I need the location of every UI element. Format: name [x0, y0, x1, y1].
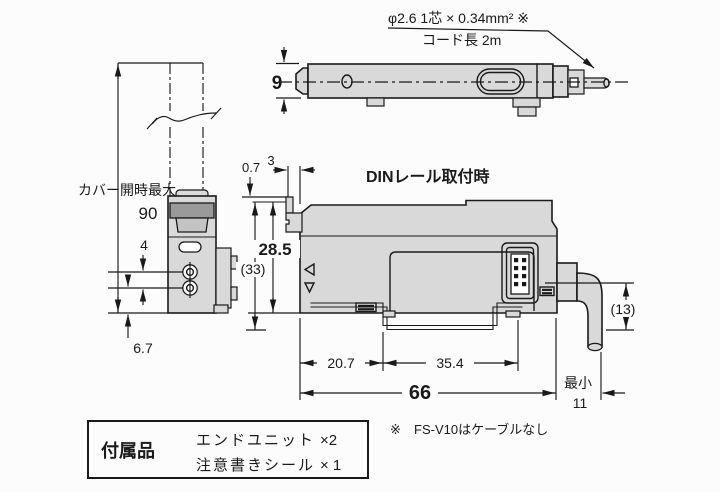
- mount-claw: [285, 212, 303, 233]
- dim-07-value: 0.7: [242, 160, 260, 175]
- footnote-mark: ※: [390, 422, 401, 437]
- break-tick-left: [146, 117, 158, 130]
- front-slot: [178, 241, 202, 253]
- accessories-border: [87, 420, 369, 479]
- cord-length-label: コード長 2m: [422, 32, 501, 48]
- top-view-nose: [295, 67, 309, 95]
- main-view-title: DINレール取付時: [366, 167, 490, 186]
- break-squiggle: [151, 112, 217, 125]
- triangle-marker-left: [303, 262, 315, 277]
- dim-66-value: 66: [409, 382, 431, 404]
- break-tick-right: [210, 107, 222, 120]
- din-rail-inner: [310, 306, 523, 331]
- footnote-text: FS-V10はケーブルなし: [414, 422, 548, 437]
- dim-11-value: 11: [573, 395, 588, 411]
- din-rail-outer: [310, 302, 523, 327]
- dim-285-value: 28.5: [258, 240, 291, 259]
- cover-open-label: カバー開時最大: [78, 182, 176, 198]
- dim-67-value: 6.7: [133, 340, 153, 356]
- accessories-box: 付属品 エンドユニット ×2 注意書きシール × 1: [87, 420, 369, 479]
- accessory-item-name: エンドユニット: [196, 432, 315, 449]
- top-view: φ2.6 1芯 × 0.34mm² ※ コード長 2m 9: [272, 10, 631, 117]
- front-view: カバー開時最大 90: [78, 62, 238, 356]
- dim-207-value: 20.7: [327, 355, 354, 371]
- mount-claw-upper: [285, 196, 294, 214]
- accessory-item-qty: ×2: [320, 432, 337, 449]
- dim-9-value: 9: [272, 73, 283, 94]
- dim-354-value: 35.4: [436, 355, 463, 371]
- front-side-block: [215, 247, 232, 309]
- vent-right: [539, 286, 555, 297]
- io-connector-inner: [505, 246, 535, 300]
- front-latch-upper: [169, 202, 215, 219]
- accessories-title: 付属品: [101, 440, 155, 461]
- main-cable-end: [587, 342, 603, 352]
- triangle-marker-down: [303, 282, 316, 294]
- top-view-latch-tab: [517, 106, 537, 117]
- accessory-item-name: 注意書きシール: [196, 456, 315, 474]
- body-foot-left: [382, 310, 396, 318]
- dim-3-value: 3: [267, 153, 274, 168]
- io-connector-housing: [510, 253, 530, 295]
- top-view-tab-right: [512, 97, 541, 108]
- top-view-tab-left: [366, 97, 385, 107]
- io-connector-pins: [514, 258, 527, 287]
- dim-90-value: 90: [139, 204, 158, 223]
- dim-4-value: 4: [140, 237, 148, 253]
- main-view: DINレール取付時 0.7 3: [236, 153, 643, 411]
- dim-13-value: (13): [611, 301, 636, 317]
- accessory-item-qty: × 1: [320, 457, 341, 474]
- body-foot-right: [505, 310, 521, 318]
- dim-11-min-label: 最小: [564, 375, 592, 391]
- cable-spec-label: φ2.6 1芯 × 0.34mm² ※: [388, 10, 529, 26]
- front-latch-lower: [175, 217, 209, 233]
- dim-33-value: (33): [241, 261, 266, 277]
- main-cable: [576, 272, 603, 348]
- top-view-cable-end: [603, 78, 610, 88]
- cable-boot: [556, 262, 578, 302]
- front-foot: [213, 304, 229, 314]
- front-side-tab-lower: [230, 286, 238, 301]
- cable-leader-line: [387, 27, 595, 69]
- footnote: ※ FS-V10はケーブルなし: [390, 422, 548, 437]
